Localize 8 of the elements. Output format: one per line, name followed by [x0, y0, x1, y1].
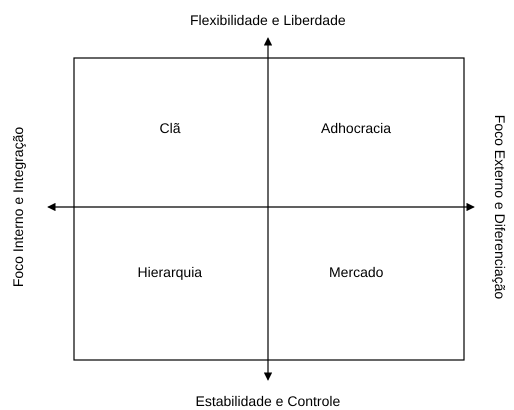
axis-label: Flexibilidade e Liberdade	[190, 12, 346, 28]
axis-label: Foco Interno e Integração	[10, 126, 26, 288]
axis-label: Estabilidade e Controle	[196, 393, 340, 409]
quadrant-label: Mercado	[329, 264, 384, 280]
quadrant-label: Adhocracia	[321, 120, 392, 136]
quadrant-label: Clã	[160, 120, 181, 136]
axis-label: Foco Externo e Diferenciação	[492, 114, 508, 300]
quadrant-label: Hierarquia	[138, 264, 202, 280]
